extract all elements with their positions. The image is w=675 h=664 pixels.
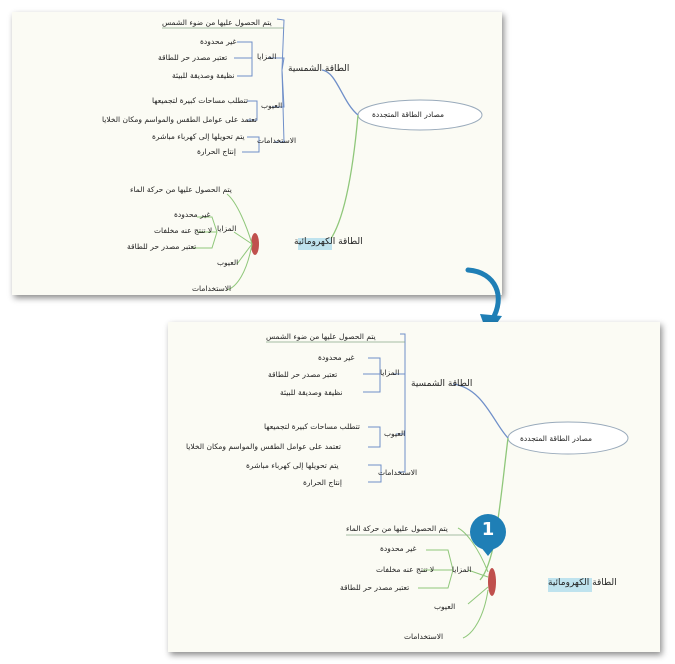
mindmap-branches-after	[266, 333, 629, 639]
hydro-adv-item[interactable]: لا تنتج عنه مخلفات	[376, 565, 435, 574]
hydro-advantages[interactable]: المزايا	[452, 565, 472, 574]
step-badge-number: 1	[481, 519, 495, 540]
solar-disadvantages[interactable]: العيوب	[384, 429, 406, 438]
solar-use-item[interactable]: إنتاج الحرارة	[303, 478, 342, 487]
solar-advantages[interactable]: المزايا	[380, 368, 400, 377]
hydro-topic[interactable]: الطاقة الكهرومائية	[548, 578, 617, 588]
solar-uses[interactable]: الاستخدامات	[257, 136, 297, 145]
solar-adv-item[interactable]: نظيفة وصديقة للبيئة	[280, 388, 343, 397]
hydro-adv-item[interactable]: غير محدودة	[380, 544, 417, 553]
solar-advantages[interactable]: المزايا	[257, 52, 277, 61]
solar-uses[interactable]: الاستخدامات	[378, 468, 418, 477]
solar-dis-item[interactable]: تعتمد على عوامل الطقس والمواسم ومكان الخ…	[186, 442, 341, 451]
solar-source[interactable]: يتم الحصول عليها من ضوء الشمس	[162, 18, 272, 27]
solar-topic[interactable]: الطاقة الشمسية	[288, 64, 350, 74]
solar-dis-item[interactable]: تتطلب مساحات كبيرة لتجميعها	[152, 96, 248, 105]
solar-adv-item[interactable]: غير محدودة	[318, 353, 355, 362]
step-badge-icon	[470, 514, 506, 556]
solar-adv-item[interactable]: نظيفة وصديقة للبيئة	[172, 71, 235, 80]
hydro-uses[interactable]: الاستخدامات	[404, 632, 444, 641]
mindmap-screenshot-after: مصادر الطاقة المتجددة الطاقة الشمسية يتم…	[168, 322, 660, 652]
solar-dis-item[interactable]: تعتمد على عوامل الطقس والمواسم ومكان الخ…	[102, 115, 257, 124]
hydro-adv-item[interactable]: غير محدودة	[174, 210, 211, 219]
central-topic[interactable]: مصادر الطاقة المتجددة	[520, 434, 592, 443]
hydro-advantages[interactable]: المزايا	[217, 224, 237, 233]
solar-adv-item[interactable]: تعتبر مصدر حر للطاقة	[158, 53, 228, 62]
solar-use-item[interactable]: إنتاج الحرارة	[197, 147, 236, 156]
hydro-topic[interactable]: الطاقة الكهرومائية	[294, 237, 363, 247]
solar-topic[interactable]: الطاقة الشمسية	[411, 379, 473, 389]
hydro-source[interactable]: يتم الحصول عليها من حركة الماء	[130, 185, 232, 194]
solar-disadvantages[interactable]: العيوب	[261, 101, 283, 110]
central-topic[interactable]: مصادر الطاقة المتجددة	[372, 110, 444, 119]
mindmap-branches-before	[162, 18, 483, 291]
mindmap-screenshot-before: مصادر الطاقة المتجددة الطاقة الشمسية يتم…	[12, 12, 502, 295]
hydro-adv-item[interactable]: لا تنتج عنه مخلفات	[154, 226, 213, 235]
solar-adv-item[interactable]: تعتبر مصدر حر للطاقة	[268, 370, 338, 379]
hydro-adv-item[interactable]: تعتبر مصدر حر للطاقة	[340, 583, 410, 592]
hydro-adv-item[interactable]: تعتبر مصدر حر للطاقة	[127, 242, 197, 251]
hydro-source[interactable]: يتم الحصول عليها من حركة الماء	[346, 524, 448, 533]
solar-source[interactable]: يتم الحصول عليها من ضوء الشمس	[266, 332, 376, 341]
solar-dis-item[interactable]: تتطلب مساحات كبيرة لتجميعها	[264, 422, 360, 431]
hydro-disadvantages[interactable]: العيوب	[217, 258, 239, 267]
hydro-uses[interactable]: الاستخدامات	[192, 284, 232, 293]
hydro-disadvantages[interactable]: العيوب	[434, 602, 456, 611]
solar-use-item[interactable]: يتم تحويلها إلى كهرباء مباشرة	[246, 461, 339, 470]
solar-use-item[interactable]: يتم تحويلها إلى كهرباء مباشرة	[152, 132, 245, 141]
solar-adv-item[interactable]: غير محدودة	[200, 37, 237, 46]
